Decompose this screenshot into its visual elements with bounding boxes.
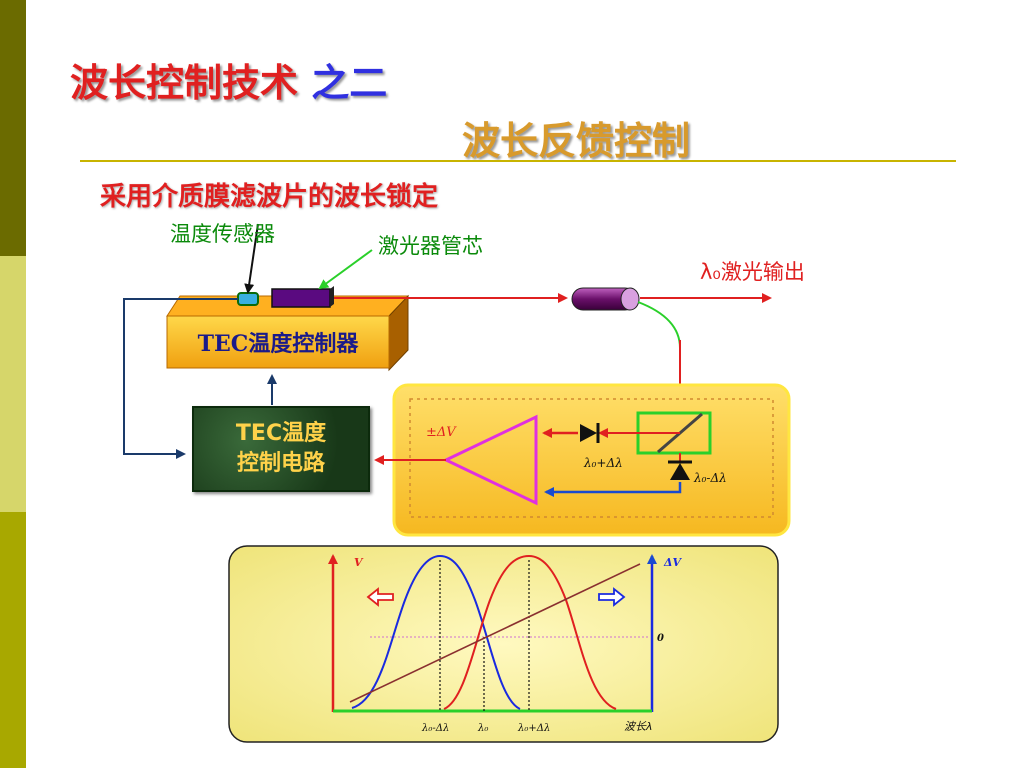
- amp-voltage-label: ±ΔV: [426, 425, 457, 440]
- difference-amplifier: [442, 414, 538, 506]
- slide-title: 波长控制技术 之二: [70, 52, 387, 107]
- det-minus-label: λ₀-Δλ: [693, 471, 727, 485]
- title-suffix: 之二: [311, 61, 388, 105]
- section-heading: 采用介质膜滤波片的波长锁定: [100, 182, 439, 212]
- circuit-label-line2: 控制电路: [236, 451, 325, 476]
- laser-chip-edge: [330, 286, 334, 307]
- x-tick-label: λ₀-Δλ: [421, 723, 449, 734]
- fiber-coupler: [571, 287, 640, 311]
- x-tick-label: λ₀: [477, 723, 488, 734]
- laser-output-label: λ₀激光输出: [700, 260, 805, 284]
- sidebar-segment: [0, 0, 26, 256]
- signal-minus: [544, 482, 682, 497]
- tec-controller-label: TEC温度控制器: [197, 331, 359, 357]
- series-error-line: [349, 563, 641, 703]
- laser-core-label: 激光器管芯: [378, 234, 483, 258]
- x-tick-label: λ₀+Δλ: [517, 723, 550, 734]
- circuit-label-line1: TEC温度: [235, 421, 327, 446]
- sensor-feedback-loop: [123, 298, 238, 459]
- series-blue-curve: [351, 554, 521, 710]
- det-plus-label: λ₀+Δλ: [583, 456, 623, 470]
- tec-control-circuit: TEC温度 控制电路: [192, 406, 370, 492]
- series-red-curve: [443, 554, 617, 710]
- temp-sensor-label: 温度传感器: [170, 222, 275, 246]
- laser-chip: [271, 288, 331, 308]
- chart-panel: [228, 545, 779, 743]
- sidebar-decoration: [0, 0, 26, 768]
- sidebar-segment: [0, 512, 26, 768]
- arrow-left-icon: [366, 587, 394, 607]
- zero-label: 0: [657, 633, 664, 644]
- temp-sensor: [237, 292, 259, 306]
- y-left-label: V: [354, 556, 364, 569]
- fiber-tap: [637, 301, 681, 349]
- x-axis-label: 波长λ: [624, 720, 653, 733]
- slide-subtitle: 波长反馈控制: [462, 119, 691, 163]
- arrow-right-icon: [598, 587, 626, 607]
- photodiode-plus: [580, 423, 600, 443]
- title-main-text: 波长控制技术: [70, 61, 299, 105]
- sensor-pointer: [244, 223, 259, 294]
- laser-pointer: [318, 249, 373, 290]
- response-chart: V ΔV 0 λ₀-Δλ λ₀ λ₀+Δλ 波长λ: [228, 545, 779, 743]
- photodiode-minus: [668, 460, 692, 480]
- sidebar-segment: [0, 256, 26, 512]
- title-divider: [80, 160, 956, 162]
- y-right-label: ΔV: [663, 556, 683, 569]
